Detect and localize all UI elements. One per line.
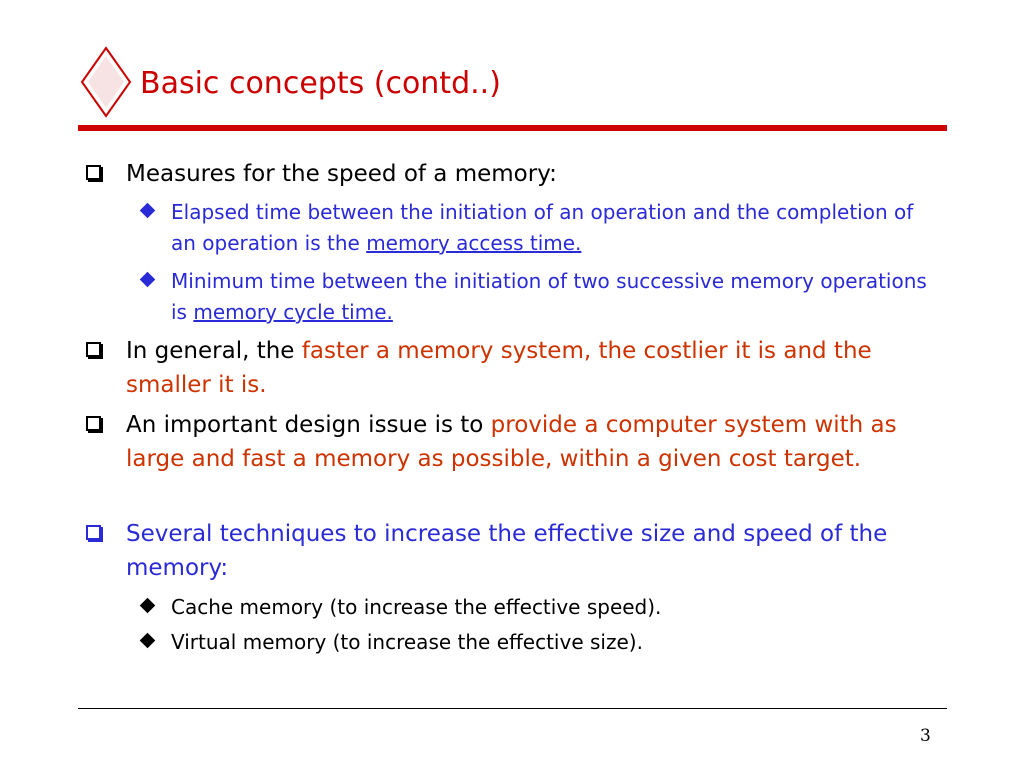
emphasis-text: faster a memory system, the costlier it … xyxy=(126,338,872,398)
slide-title: Basic concepts (contd..) xyxy=(140,66,501,101)
sub-bullet-text: Elapsed time between the initiation of a… xyxy=(171,200,914,255)
bullet-text: In general, the faster a memory system, … xyxy=(126,338,872,398)
diamond-logo-icon xyxy=(80,46,132,118)
term-memory-access-time: memory access time. xyxy=(366,231,582,255)
square-bullet-icon xyxy=(86,416,101,431)
page-number: 3 xyxy=(920,726,931,746)
diamond-bullet-icon xyxy=(139,271,156,288)
bullet-text: Measures for the speed of a memory: xyxy=(126,161,557,187)
bullet-text: Several techniques to increase the effec… xyxy=(126,521,888,581)
square-bullet-icon xyxy=(86,525,101,540)
diamond-bullet-icon xyxy=(139,202,156,219)
sub-bullet-text: Virtual memory (to increase the effectiv… xyxy=(171,630,643,654)
square-bullet-icon xyxy=(86,342,101,357)
bullet-text: An important design issue is to provide … xyxy=(126,412,897,472)
sub-bullet-text: Cache memory (to increase the effective … xyxy=(171,595,662,619)
emphasis-text: provide a computer system with as large … xyxy=(126,412,897,472)
sub-bullet-text: Minimum time between the initiation of t… xyxy=(171,269,927,324)
diamond-bullet-icon xyxy=(139,597,156,614)
diamond-bullet-icon xyxy=(139,632,156,649)
slide-content: Measures for the speed of a memory: Elap… xyxy=(86,161,927,654)
footer-divider xyxy=(78,708,947,709)
square-bullet-icon xyxy=(86,165,101,180)
term-memory-cycle-time: memory cycle time. xyxy=(193,300,393,324)
title-divider xyxy=(78,125,947,131)
